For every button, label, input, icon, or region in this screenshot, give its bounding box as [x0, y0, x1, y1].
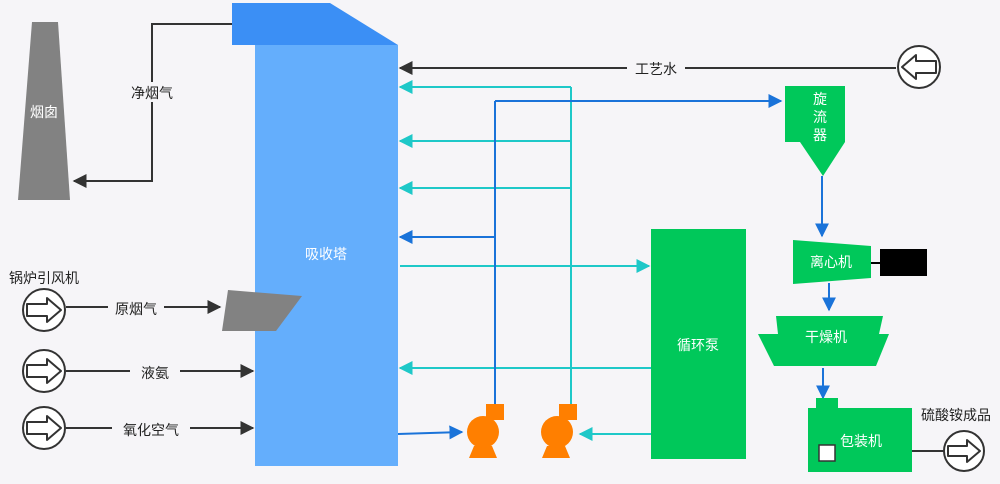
cyclone-label-char-2: 流	[813, 110, 827, 126]
chimney: 烟囱	[18, 22, 70, 200]
oxidation-air-line: 氧化空气	[66, 419, 255, 439]
dryer: 干燥机	[758, 316, 889, 366]
oxidation-air-label: 氧化空气	[123, 423, 179, 439]
circulation-pump-block: 循环泵	[651, 229, 746, 459]
circulation-pump-label: 循环泵	[677, 338, 719, 354]
centrifugal-pump-icon	[541, 404, 577, 458]
circle-arrow-right-icon	[22, 406, 66, 450]
clean-gas-line: 净烟气	[72, 23, 232, 188]
circle-arrow-right-icon	[22, 288, 66, 332]
packaging-window-icon	[818, 444, 836, 462]
absorber-tower: 吸收塔	[232, 3, 398, 466]
absorber-outlet-duct	[232, 3, 398, 45]
product-label: 硫酸铵成品	[921, 408, 991, 424]
cyclone: 旋 流 器	[785, 86, 845, 176]
absorber-label: 吸收塔	[305, 247, 347, 263]
packaging-label: 包装机	[840, 434, 882, 450]
circle-arrow-left-icon	[897, 45, 941, 89]
motor-icon	[880, 249, 927, 276]
chimney-label: 烟囱	[30, 105, 58, 121]
centrifuge-label: 离心机	[810, 254, 852, 271]
raw-gas-inlet-duct	[222, 290, 302, 331]
centrifugal-pump-icon	[467, 404, 504, 458]
centrifuge: 离心机	[793, 240, 927, 284]
boiler-fan-label: 锅炉引风机	[9, 271, 79, 287]
dryer-label: 干燥机	[805, 330, 847, 346]
clean-gas-label: 净烟气	[131, 86, 173, 102]
process-water-line: 工艺水	[398, 58, 896, 78]
packaging-machine: 包装机	[808, 398, 912, 472]
circle-arrow-right-icon	[943, 430, 985, 472]
raw-gas-line: 原烟气	[66, 298, 222, 318]
recirculation-lines	[398, 80, 651, 441]
liquid-ammonia-label: 液氨	[141, 366, 169, 382]
cyclone-label-char-1: 旋	[813, 92, 827, 108]
process-water-label: 工艺水	[635, 62, 677, 78]
product-outlet: 硫酸铵成品	[912, 408, 991, 452]
cyclone-label-char-3: 器	[813, 128, 827, 144]
liquid-ammonia-line: 液氨	[66, 362, 255, 382]
circle-arrow-right-icon	[22, 349, 66, 393]
slurry-lines	[397, 94, 836, 440]
raw-gas-label: 原烟气	[115, 302, 157, 318]
